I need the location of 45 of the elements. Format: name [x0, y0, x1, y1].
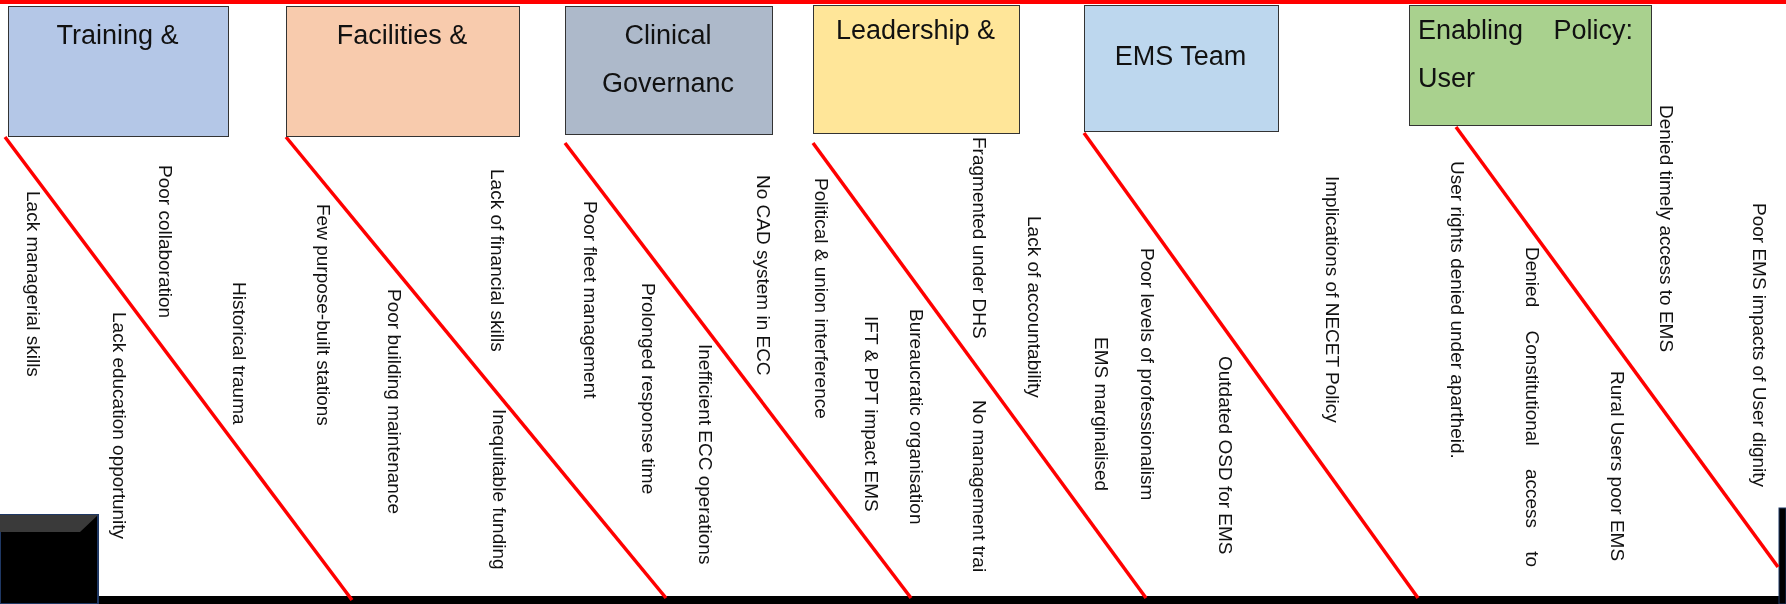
cause-label: Poor collaboration: [154, 165, 176, 319]
cause-label: Rural Users poor EMS: [1606, 371, 1628, 562]
cause-label: Lack of financial skills: [486, 169, 508, 352]
cause-label: Implications of NECET Policy: [1321, 176, 1343, 423]
category-title: Training &: [55, 19, 180, 52]
cause-label: Bureaucratic organisation: [905, 309, 927, 525]
cause-label: Poor EMS impacts of User dignity: [1748, 203, 1770, 488]
category-title: Facilities &: [335, 19, 469, 52]
bone-line: [563, 141, 913, 600]
cause-label: Few purpose-built stations: [312, 204, 334, 426]
category-box: [1409, 5, 1652, 126]
cause-label: Lack managerial skills: [22, 191, 44, 377]
cause-label: Outdated OSD for EMS: [1214, 356, 1236, 555]
cause-label: Poor building maintenance: [383, 289, 405, 514]
bone-line: [1454, 125, 1780, 569]
bone-line: [1082, 131, 1420, 600]
cause-label: Denied timely access to EMS: [1655, 105, 1677, 353]
category-title: Leadership &: [834, 14, 997, 47]
cause-label: Lack education opportunity: [108, 312, 130, 540]
cause-label: User rights denied under apartheid.: [1446, 161, 1468, 459]
cause-label: Inefficient ECC operations: [694, 344, 716, 565]
cause-label: EMS marginalised: [1090, 337, 1112, 492]
category-box: [8, 6, 229, 137]
category-box: [565, 6, 773, 135]
cause-label: No CAD system in ECC: [752, 175, 774, 376]
category-title: EMS Team: [1113, 40, 1248, 73]
cause-label: No management trai: [968, 400, 990, 573]
cause-label: Denied Constitutional access to: [1521, 247, 1543, 568]
cause-label: Political & union interference: [810, 178, 832, 419]
cause-label: IFT & PPT impact EMS: [860, 316, 882, 512]
bone-line: [284, 135, 668, 600]
category-title: Enabling Policy: User: [1418, 14, 1633, 95]
category-box: [286, 6, 520, 137]
bone-line: [3, 135, 354, 602]
cause-label: Historical trauma: [228, 282, 250, 425]
cause-label: Poor fleet management: [579, 201, 601, 399]
bone-line: [811, 141, 1148, 600]
category-box: [1084, 5, 1279, 132]
category-title: Clinical Governanc: [600, 19, 736, 100]
category-box: [813, 5, 1020, 134]
cause-label: Fragmented under DHS: [968, 137, 990, 339]
cause-label: Poor levels of professionalism: [1136, 248, 1158, 501]
cause-label: Inequitable funding: [488, 409, 510, 570]
cause-label: Lack of accountability: [1023, 216, 1045, 398]
cause-label: Prolonged response time: [637, 283, 659, 495]
